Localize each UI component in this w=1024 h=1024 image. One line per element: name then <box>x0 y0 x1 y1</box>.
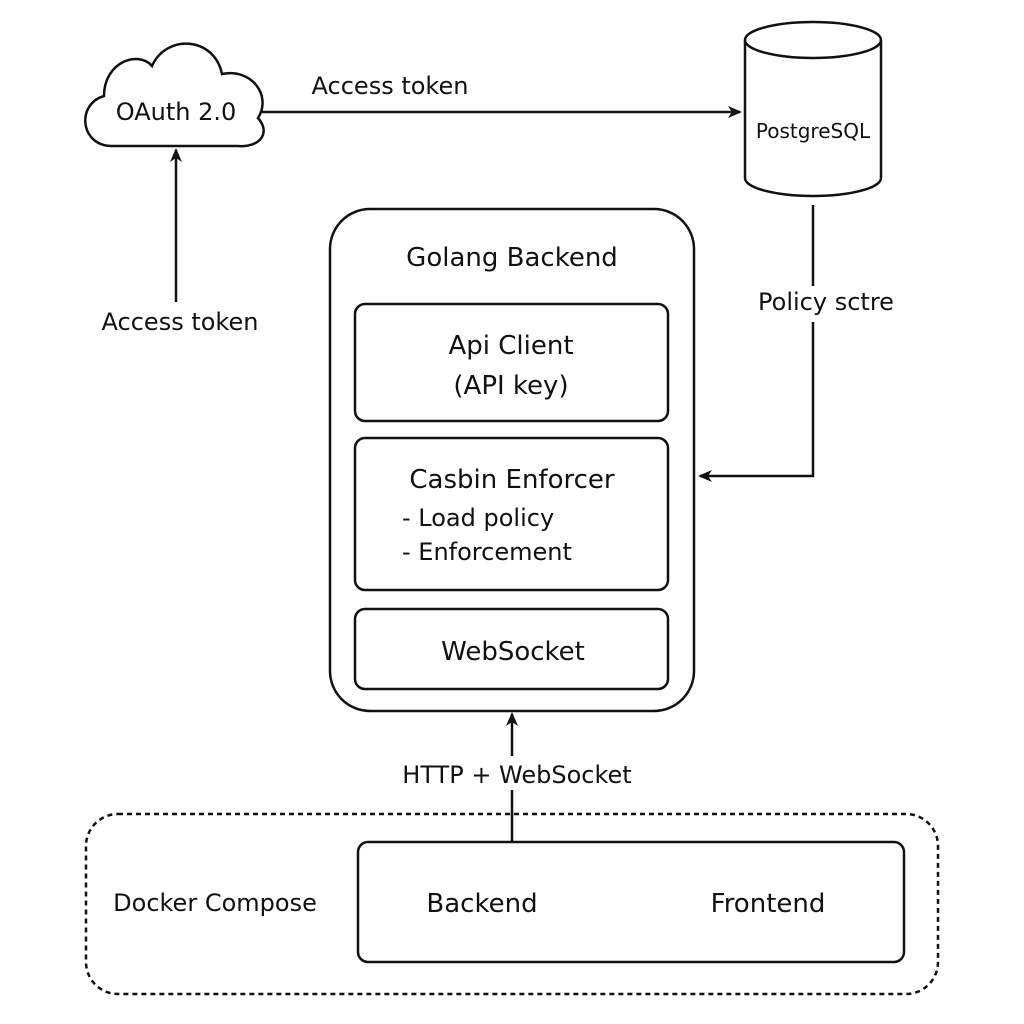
oauth-label: OAuth 2.0 <box>116 98 237 126</box>
api-client-box: Api Client (API key) <box>353 302 670 423</box>
casbin-frame <box>353 436 670 592</box>
edge-docker-to-backend: HTTP + WebSocket <box>402 712 632 842</box>
edge-label-http-websocket: HTTP + WebSocket <box>402 761 631 789</box>
docker-compose-frame <box>84 812 940 996</box>
casbin-item-enforcement: - Enforcement <box>402 538 572 566</box>
api-client-title: Api Client <box>448 331 573 361</box>
casbin-title: Casbin Enforcer <box>409 465 614 495</box>
service-backend-label: Backend <box>426 889 537 919</box>
cloud-shape <box>84 42 265 148</box>
api-client-subtitle: (API key) <box>453 371 568 401</box>
backend-container-title: Golang Backend <box>406 243 618 273</box>
casbin-item-load-policy: - Load policy <box>402 504 554 532</box>
postgres-node: PostgreSQL <box>743 20 883 198</box>
oauth-node: OAuth 2.0 <box>84 42 265 148</box>
edge-label-policy-store: Policy sctre <box>758 288 894 316</box>
docker-compose-group: Docker Compose Backend Frontend <box>84 812 940 996</box>
edge-into-oauth: Access token <box>102 148 259 336</box>
websocket-frame <box>353 607 670 691</box>
api-client-frame <box>353 302 670 423</box>
postgres-label: PostgreSQL <box>756 119 871 143</box>
casbin-enforcer-box: Casbin Enforcer - Load policy - Enforcem… <box>353 436 670 592</box>
golang-backend-container: Golang Backend Api Client (API key) Casb… <box>328 207 696 713</box>
websocket-box: WebSocket <box>353 607 670 691</box>
websocket-label: WebSocket <box>441 637 585 667</box>
services-frame <box>356 840 906 964</box>
edge-label-into-oauth: Access token <box>102 308 259 336</box>
services-box: Backend Frontend <box>356 840 906 964</box>
edge-postgres-to-casbin: Policy sctre <box>698 205 894 482</box>
edge-oauth-to-postgres: Access token <box>262 72 742 118</box>
backend-container-frame <box>328 207 696 713</box>
cylinder-body <box>743 40 883 198</box>
service-frontend-label: Frontend <box>711 889 826 919</box>
docker-compose-label: Docker Compose <box>113 889 317 917</box>
edge-label-oauth-postgres: Access token <box>312 72 469 100</box>
cylinder-top <box>743 20 883 60</box>
edge-line-lower <box>698 322 815 482</box>
